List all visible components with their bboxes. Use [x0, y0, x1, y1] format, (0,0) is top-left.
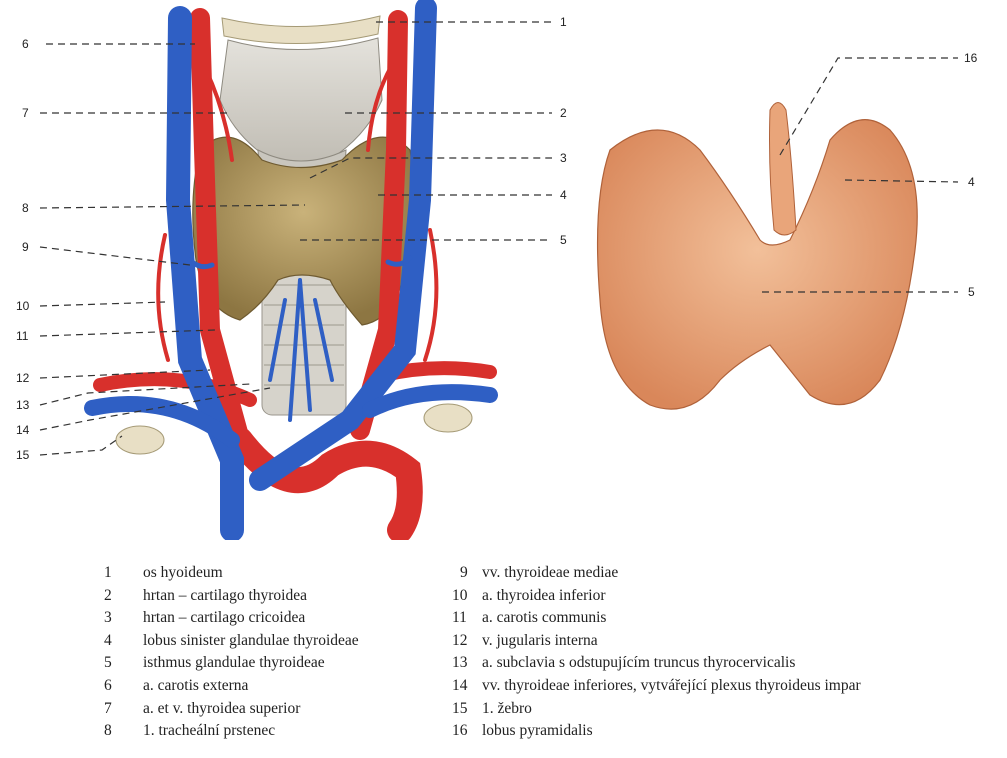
legend-text: 1. tracheální prstenec: [143, 720, 275, 743]
pyramidal-lobe: [770, 103, 797, 236]
legend-number: 8: [98, 720, 143, 743]
isolated-thyroid: [598, 103, 918, 410]
legend-number: 12: [452, 630, 482, 653]
legend-text: lobus sinister glandulae thyroideae: [143, 630, 359, 653]
callout-11: 11: [16, 329, 29, 343]
callout-7: 7: [22, 106, 29, 120]
callout-6: 6: [22, 37, 29, 51]
legend-text: isthmus glandulae thyroideae: [143, 652, 325, 675]
callout-3: 3: [560, 151, 567, 165]
callout-9: 9: [22, 240, 29, 254]
legend-number: 13: [452, 652, 482, 675]
legend-number: 2: [98, 585, 143, 608]
callout-4-right: 4: [968, 175, 975, 189]
legend-text: v. jugularis interna: [482, 630, 598, 653]
legend-number: 4: [98, 630, 143, 653]
legend-number: 7: [98, 698, 143, 721]
legend-number: 10: [452, 585, 482, 608]
legend-number: 16: [452, 720, 482, 743]
callout-13: 13: [16, 398, 30, 412]
thyroidea-inferior-left: [158, 235, 168, 360]
callout-5: 5: [560, 233, 567, 247]
legend-number: 9: [452, 562, 482, 585]
callout-15: 15: [16, 448, 30, 462]
legend-number: 5: [98, 652, 143, 675]
callout-4: 4: [560, 188, 567, 202]
callout-12: 12: [16, 371, 30, 385]
callout-1: 1: [560, 15, 567, 29]
first-rib-left: [116, 426, 164, 454]
legend-number: 11: [452, 607, 482, 630]
isolated-thyroid-gland: [598, 120, 918, 410]
subclavian-vein-right: [370, 392, 490, 410]
legend-text: hrtan – cartilago cricoidea: [143, 607, 305, 630]
legend-text: vv. thyroideae mediae: [482, 562, 618, 585]
legend-text: a. subclavia s odstupujícím truncus thyr…: [482, 652, 795, 675]
callout-10: 10: [16, 299, 30, 313]
legend-number: 1: [98, 562, 143, 585]
legend-text: hrtan – cartilago thyroidea: [143, 585, 307, 608]
callout-8: 8: [22, 201, 29, 215]
legend-text: a. thyroidea inferior: [482, 585, 606, 608]
legend-text: a. et v. thyroidea superior: [143, 698, 300, 721]
legend-text: a. carotis communis: [482, 607, 606, 630]
legend-text: a. carotis externa: [143, 675, 248, 698]
callout-16-right: 16: [964, 51, 978, 65]
hyoid-bone: [222, 16, 380, 44]
neck-illustration: [92, 8, 490, 530]
callout-14: 14: [16, 423, 30, 437]
legend-number: 6: [98, 675, 143, 698]
legend-text: lobus pyramidalis: [482, 720, 593, 743]
legend-number: 3: [98, 607, 143, 630]
legend-text: vv. thyroideae inferiores, vytvářející p…: [482, 675, 861, 698]
legend-text: 1. žebro: [482, 698, 532, 721]
callout-5-right: 5: [968, 285, 975, 299]
callout-2: 2: [560, 106, 567, 120]
anatomy-figure: 1 2 3 4 5 6 7 8 9 10 11 12 13 14 15 16 4…: [0, 0, 1007, 540]
legend-text: os hyoideum: [143, 562, 223, 585]
legend-number: 14: [452, 675, 482, 698]
legend-number: 15: [452, 698, 482, 721]
thyroidea-inferior-right: [425, 230, 436, 360]
first-rib-right: [424, 404, 472, 432]
